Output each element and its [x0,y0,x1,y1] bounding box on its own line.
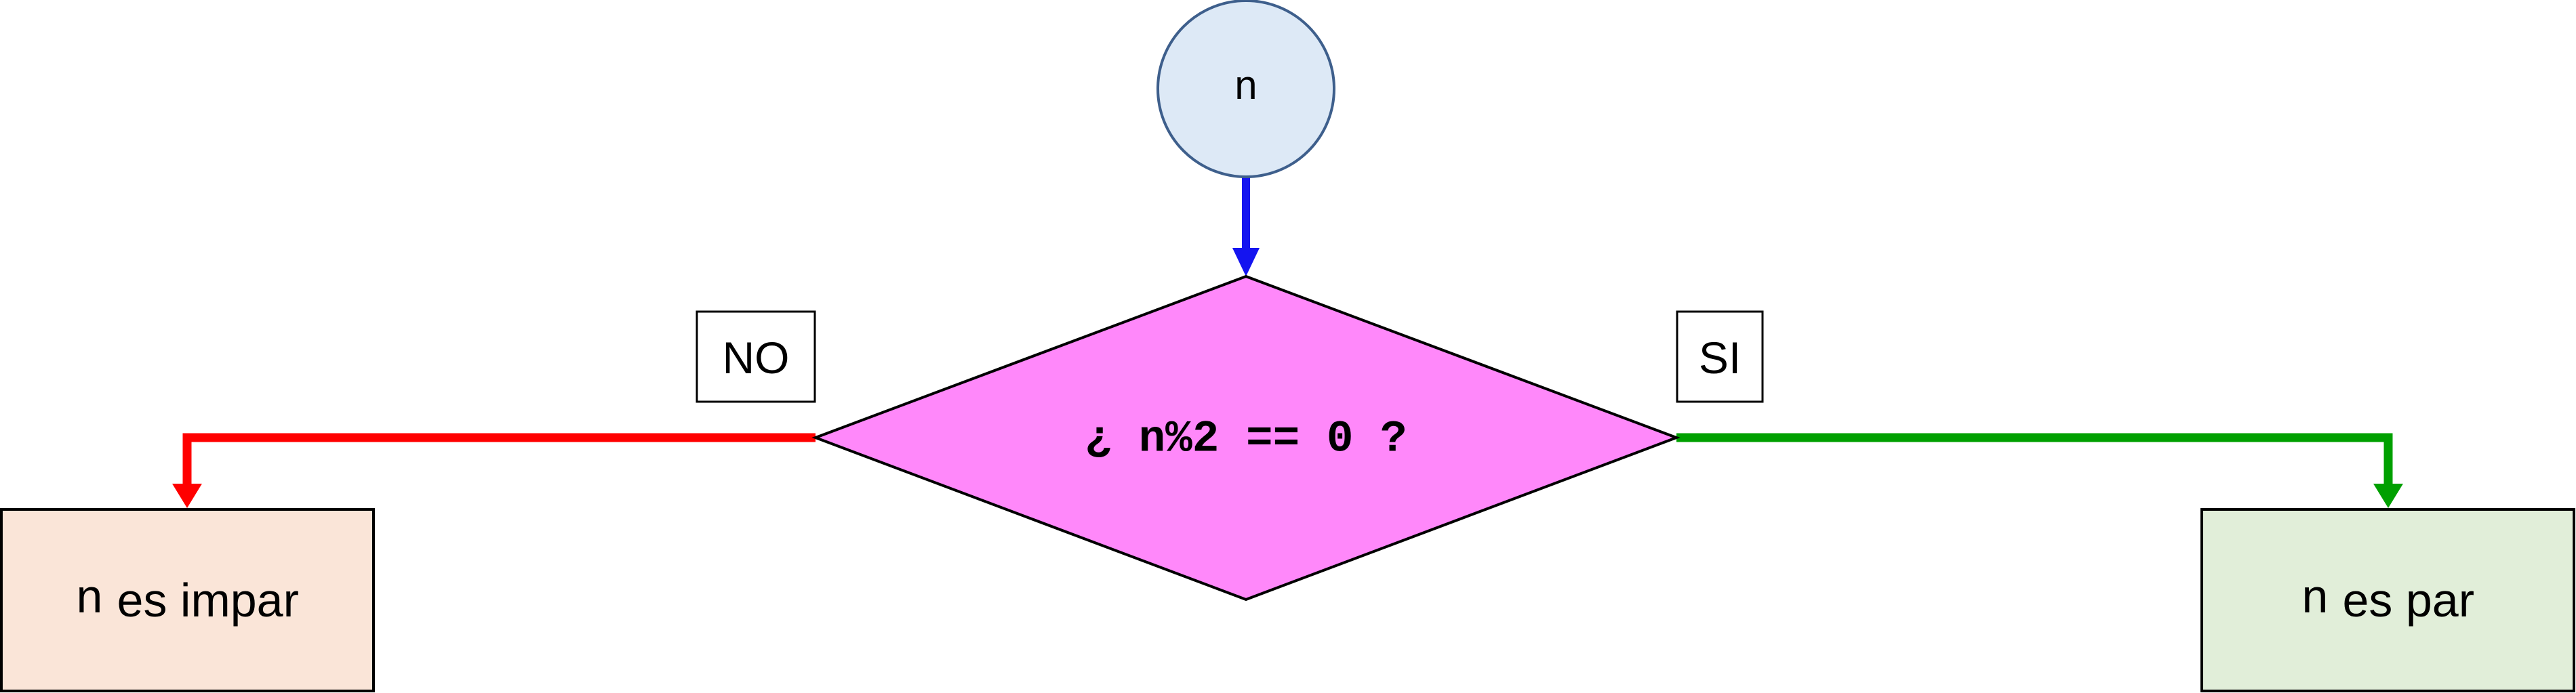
yes-label: SI [1699,333,1741,383]
decision-node: ¿ n%2 == 0 ? [811,274,1681,602]
start-node-label: n [1234,66,1258,112]
even-outcome-text: n es par [2301,574,2474,627]
odd-outcome-box: n es impar [0,508,375,692]
input-arrow [1232,176,1260,276]
no-branch-arrow [172,433,816,508]
start-node: n [1156,0,1335,178]
yes-label-box: SI [1676,310,1764,403]
yes-branch-arrow [1676,433,2403,508]
odd-outcome-label: es impar [104,574,299,627]
even-outcome-box: n es par [2200,508,2575,692]
odd-outcome-var: n [75,574,104,627]
even-outcome-label: es par [2329,574,2474,627]
no-label-box: NO [696,310,816,403]
no-label: NO [723,333,790,383]
even-outcome-var: n [2301,574,2329,627]
odd-outcome-text: n es impar [75,574,299,627]
decision-label: ¿ n%2 == 0 ? [1085,414,1407,465]
